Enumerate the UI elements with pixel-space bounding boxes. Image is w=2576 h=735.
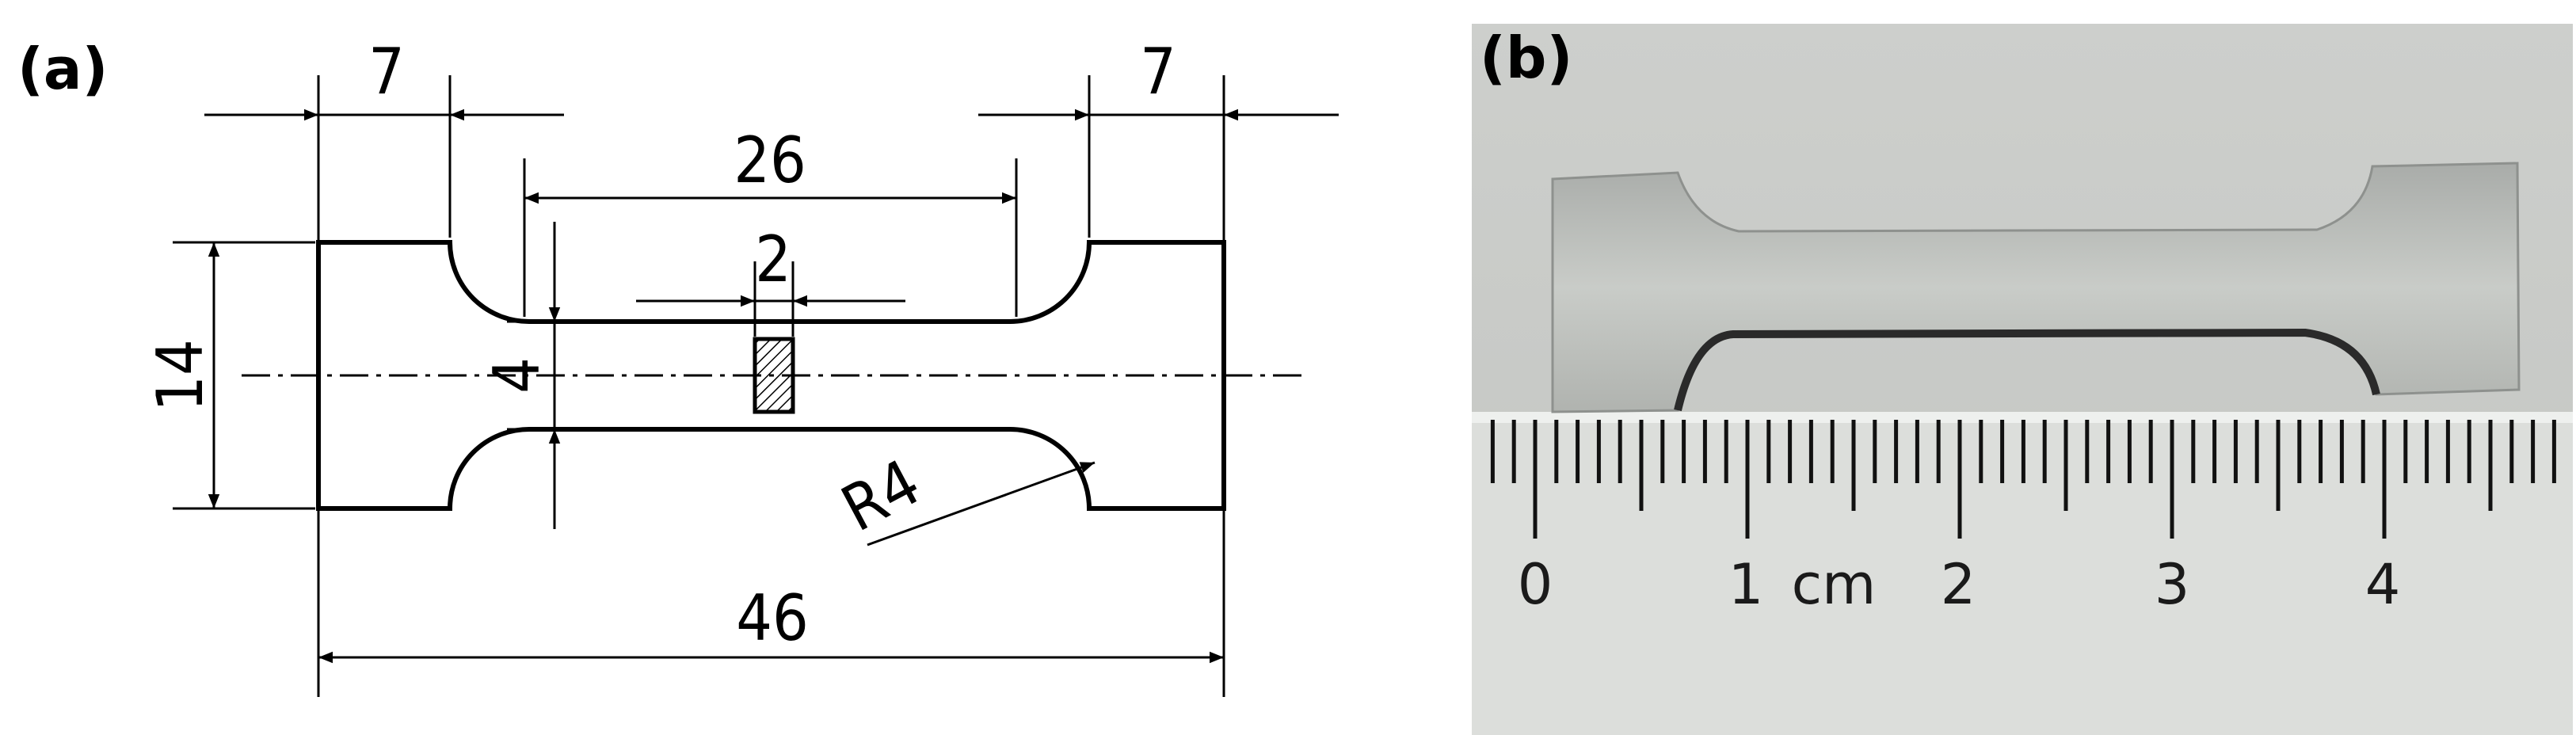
marked-region [753,337,795,414]
specimen-edge-shadow [1674,328,2380,412]
ruler-label-4: 4 [2365,552,2401,617]
dim-gauge-length: 26 [734,124,806,197]
dim-height: 14 [143,339,217,412]
ruler: 0 1 cm 2 3 4 [1472,412,2573,735]
ruler-label-2: 2 [1941,552,1976,617]
dim-radius: R4 [830,445,932,546]
ruler-label-cm: cm [1792,552,1877,617]
ruler-label-0: 0 [1518,552,1553,617]
dim-grip-right: 7 [1140,35,1176,109]
ruler-label-3: 3 [2155,552,2190,617]
panel-a-label: (a) [17,36,108,102]
dimension-lines [204,109,1339,664]
panel-b-label: (b) [1480,25,1572,91]
dim-gauge-width: 4 [480,357,554,394]
dim-total-length: 46 [736,581,809,655]
panel-a: (a) [17,35,1339,697]
panel-b: 0 1 cm 2 3 4 (b) [1472,24,2573,735]
dim-grip-left: 7 [368,35,405,109]
ruler-label-1: 1 [1728,552,1764,617]
dim-marked-width: 2 [755,223,791,296]
extension-lines [173,75,1225,697]
